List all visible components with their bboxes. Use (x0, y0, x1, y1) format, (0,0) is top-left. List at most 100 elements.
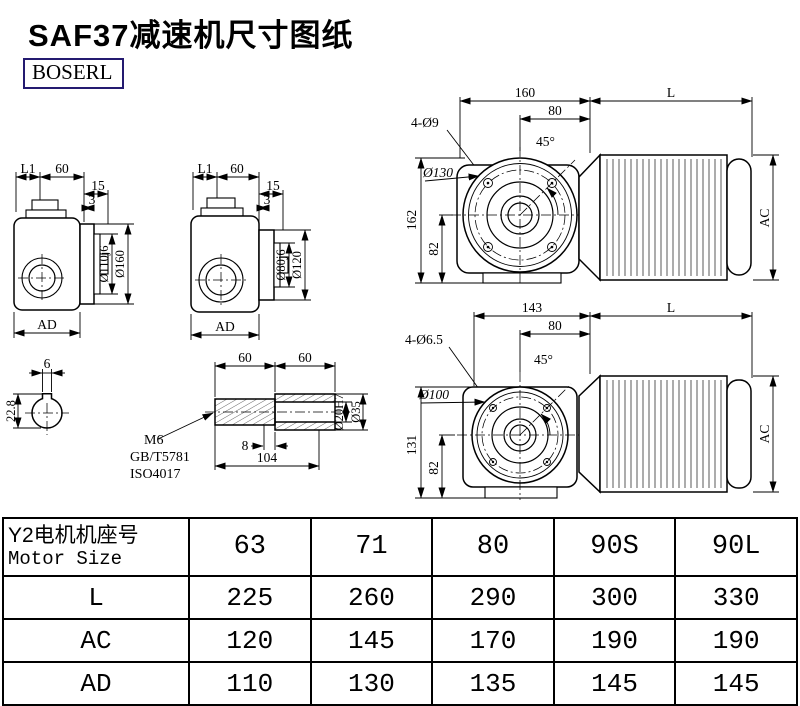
dim-15: 15 (91, 178, 105, 193)
dim-ac: AC (757, 425, 772, 444)
dim-80: 80 (548, 103, 562, 118)
cell-L-71: 260 (309, 575, 434, 620)
cell-L-90s: 300 (552, 575, 677, 620)
table-row-L: L 225 260 290 300 330 (2, 575, 798, 620)
dim-width: 143 (522, 300, 543, 315)
row-label-AC: AC (2, 618, 190, 663)
left-dimensions: 131 82 (404, 386, 487, 499)
dim-l1: L1 (198, 161, 213, 176)
thread-callout: M6 GB/T5781 ISO4017 (130, 412, 214, 482)
motor-size-label-cn: Y2电机机座号 (8, 524, 139, 548)
motor-size-header-cell: Y2电机机座号 Motor Size (2, 517, 190, 577)
drawing-key-section: 6 22.8 (4, 356, 69, 435)
dim-82: 82 (426, 461, 441, 475)
gearbox-housing (457, 372, 585, 500)
gearbox-body (13, 199, 109, 311)
row-label-AD: AD (2, 661, 190, 706)
dim-ad: AD (215, 319, 235, 334)
dim-80: 80 (548, 318, 562, 333)
motor-frame-80: 80 (431, 517, 555, 577)
dim-l: L (667, 85, 675, 100)
standard-label-2: ISO4017 (130, 467, 181, 482)
dim-60b: 60 (298, 350, 312, 365)
shaft-body (205, 393, 350, 431)
gearbox-body (190, 197, 289, 313)
top-dimensions: 143 L 80 4-Ø6.5 (405, 300, 753, 407)
motor-frame-63: 63 (188, 517, 312, 577)
drawing-front-view-1: 160 L 80 4-Ø9 45° Ø130 162 82 (404, 85, 779, 285)
cell-AD-80: 135 (431, 661, 555, 706)
dim-angle: 45° (536, 134, 555, 149)
table-header-row: Y2电机机座号 Motor Size 63 71 80 90S 90L (2, 517, 798, 577)
angle-and-diameter-callouts: 45° Ø130 (422, 134, 559, 216)
page-title: SAF37减速机尺寸图纸 (28, 18, 354, 53)
dim-60: 60 (230, 161, 244, 176)
dim-8: 8 (242, 438, 249, 453)
top-dimensions: 160 L 80 4-Ø9 (411, 85, 753, 182)
dim-height: 131 (404, 435, 419, 455)
top-dimensions: 60 60 (214, 350, 336, 397)
cell-AC-90s: 190 (552, 618, 677, 663)
motor-frame-90s: 90S (552, 517, 677, 577)
right-dimension: AC (753, 154, 779, 281)
dim-60a: 60 (238, 350, 252, 365)
standard-label-1: GB/T5781 (130, 450, 190, 465)
table-row-AD: AD 110 130 135 145 145 (2, 661, 798, 706)
cell-AC-63: 120 (188, 618, 312, 663)
dim-l1: L1 (21, 161, 36, 176)
row-label-L: L (2, 575, 190, 620)
dim-dia-flange: Ø120 (290, 251, 304, 279)
dim-dia-outer: Ø35 (349, 401, 363, 423)
cell-L-63: 225 (188, 575, 312, 620)
cell-AD-71: 130 (309, 661, 434, 706)
shaft-section (25, 393, 69, 435)
motor-size-label-en: Motor Size (8, 547, 123, 570)
dim-bolt-holes: 4-Ø6.5 (405, 332, 443, 347)
cell-L-90l: 330 (674, 575, 798, 620)
dim-dia-shaft: Ø80j6 (274, 249, 288, 280)
drawing-side-view-2: L1 60 15 3 Ø80j6 Ø120 AD (190, 161, 311, 340)
dim-dia-shaft: Ø110j6 (97, 245, 111, 282)
cell-L-80: 290 (431, 575, 555, 620)
dim-3: 3 (89, 192, 96, 207)
diameter-dimensions: Ø80j6 Ø120 AD (190, 229, 311, 340)
motor-dimension-table: Y2电机机座号 Motor Size 63 71 80 90S 90L L 22… (2, 517, 798, 706)
bottom-dimensions: 8 104 (214, 425, 320, 470)
dim-flange-dia: Ø100 (418, 387, 449, 402)
motor-body (578, 153, 752, 282)
cell-AD-90l: 145 (674, 661, 798, 706)
dim-dia-flange: Ø160 (113, 250, 127, 278)
diameter-dimensions: Ø110j6 Ø160 AD (13, 223, 134, 338)
dim-key-height: 22.8 (4, 400, 18, 422)
dim-angle: 45° (534, 352, 553, 367)
key-dimensions: 6 22.8 (4, 356, 65, 429)
motor-body (578, 374, 752, 494)
dim-104: 104 (257, 450, 278, 465)
gearbox-housing (451, 147, 589, 285)
dim-3: 3 (264, 192, 271, 207)
thread-label: M6 (144, 433, 163, 448)
table-row-AC: AC 120 145 170 190 190 (2, 618, 798, 663)
motor-frame-71: 71 (309, 517, 434, 577)
dim-key-width: 6 (44, 356, 51, 371)
drawing-front-view-2: 143 L 80 4-Ø6.5 45° Ø100 131 (404, 300, 779, 500)
cell-AC-80: 170 (431, 618, 555, 663)
angle-and-diameter-callouts: 45° Ø100 (418, 352, 553, 436)
dimension-lines-top: L1 60 15 3 (15, 161, 109, 224)
cell-AD-63: 110 (188, 661, 312, 706)
brand-logo: BOSERL (23, 58, 124, 89)
drawing-shaft-detail: 60 60 M6 GB/T5781 ISO4017 8 104 Ø20H7 Ø (130, 350, 368, 482)
dim-height: 162 (404, 210, 419, 230)
right-diameter-dimensions: Ø20H7 Ø35 (332, 393, 368, 431)
dim-ac: AC (757, 209, 772, 228)
dimension-lines-top: L1 60 15 3 (192, 161, 284, 230)
cell-AD-90s: 145 (552, 661, 677, 706)
dim-bolt-holes: 4-Ø9 (411, 115, 439, 130)
left-dimensions: 162 82 (404, 157, 487, 284)
dim-dia-bore: Ø20H7 (332, 394, 346, 431)
dim-flange-dia: Ø130 (422, 165, 453, 180)
cell-AC-71: 145 (309, 618, 434, 663)
dim-60: 60 (55, 161, 69, 176)
drawing-side-view-1: L1 60 15 3 Ø110j6 Ø160 AD (13, 161, 134, 338)
dim-width: 160 (515, 85, 536, 100)
